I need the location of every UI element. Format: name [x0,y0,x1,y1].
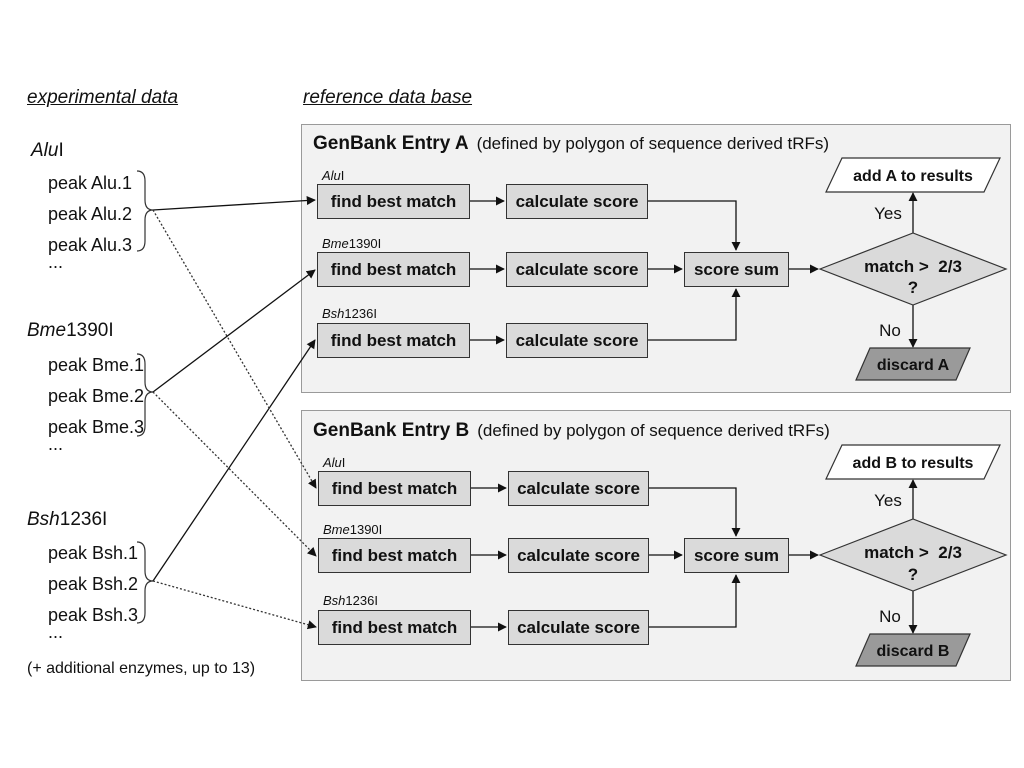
enzyme-label-bme: Bme1390I [27,320,114,341]
entry-a-row3-calc-score: calculate score [506,323,648,358]
entry-a-row3-find-match: find best match [317,323,470,358]
entry-a-score-sum: score sum [684,252,789,287]
entry-b-add-result-box [825,444,1001,480]
entry-a-row3-enzyme: Bsh1236I [322,306,377,321]
peak-bsh-3: peak Bsh.3 [48,605,139,625]
peak-alu-1: peak Alu.1 [48,173,133,193]
entry-b-title: GenBank Entry B(defined by polygon of se… [313,420,830,441]
entry-b-decision-line1: match > 2/3 [864,543,962,562]
entry-b-row1-find-match: find best match [318,471,471,506]
b-score3-to-sum [649,574,741,628]
entry-a-row2-enzyme: Bme1390I [322,236,382,251]
peak-alu-2: peak Alu.2 [48,204,133,224]
entry-a-title: GenBank Entry A(defined by polygon of se… [313,133,830,154]
entry-a-decision-diamond [818,232,1008,306]
peak-bsh-2: peak Bsh.2 [48,574,139,594]
entry-b-row3-calc-score: calculate score [508,610,649,645]
entry-a-row2-find-match: find best match [317,252,470,287]
brace-bme [136,353,154,437]
entry-b-row1-calc-score: calculate score [508,471,649,506]
entry-b-add-result-label: add B to results [853,455,974,472]
peak-alu-more: ... [48,252,64,272]
entry-b-discard-label: discard B [877,643,950,660]
brace-alu [136,170,154,252]
entry-a-row1-find-match: find best match [317,184,470,219]
entry-b-decision-diamond [818,518,1008,592]
entry-b-row2-enzyme: Bme1390I [323,522,383,537]
brace-bsh [136,541,154,624]
entry-b-decision-line2: ? [908,565,918,584]
a-score1-to-sum [648,200,741,251]
entry-a-decision-line1: match > 2/3 [864,257,962,276]
entry-a-row1-enzyme: AluI [322,168,345,183]
entry-a-add-result-label: add A to results [853,168,973,185]
link-alu-to-b [152,209,317,489]
peak-bsh-1: peak Bsh.1 [48,543,139,563]
entry-a-add-result-box [825,157,1001,193]
entry-a-row1-calc-score: calculate score [506,184,648,219]
entry-b-row2-calc-score: calculate score [508,538,649,573]
entry-a-discard-box [855,347,971,381]
entry-b-no-label: No [879,607,901,626]
peak-braces [136,170,154,624]
entry-a-yes-label: Yes [874,204,902,223]
link-bsh-to-a [152,339,316,582]
peak-bme-2: peak Bme.2 [48,386,145,406]
entry-b-row3-find-match: find best match [318,610,471,645]
entry-b-row2-find-match: find best match [318,538,471,573]
peak-alu-3: peak Alu.3 [48,235,133,255]
entry-a-decision-line2: ? [908,278,918,297]
peak-bme-1: peak Bme.1 [48,355,145,375]
b-score1-to-sum [649,487,741,537]
enzyme-label-bsh: Bsh1236I [27,509,108,530]
entry-a-discard-label: discard A [877,357,950,374]
link-alu-to-a [152,195,316,211]
enzyme-label-alu: AluI [31,140,64,161]
entry-b-yes-label: Yes [874,491,902,510]
entry-b-row1-enzyme: AluI [323,455,346,470]
entry-a-no-label: No [879,321,901,340]
entry-a-row2-calc-score: calculate score [506,252,648,287]
entry-b-discard-box [855,633,971,667]
link-bme-to-a [152,269,316,393]
peak-bme-3: peak Bme.3 [48,417,145,437]
entry-b-score-sum: score sum [684,538,789,573]
additional-enzymes-note: (+ additional enzymes, up to 13) [27,660,256,677]
peak-bsh-more: ... [48,622,64,642]
reference-database-header: reference data base [303,87,473,108]
experimental-data-header: experimental data [27,87,179,108]
link-bme-to-b [152,391,317,557]
entry-b-row3-enzyme: Bsh1236I [323,593,378,608]
link-bsh-to-b [152,580,317,630]
a-score3-to-sum [648,288,741,341]
peak-bme-more: ... [48,434,64,454]
